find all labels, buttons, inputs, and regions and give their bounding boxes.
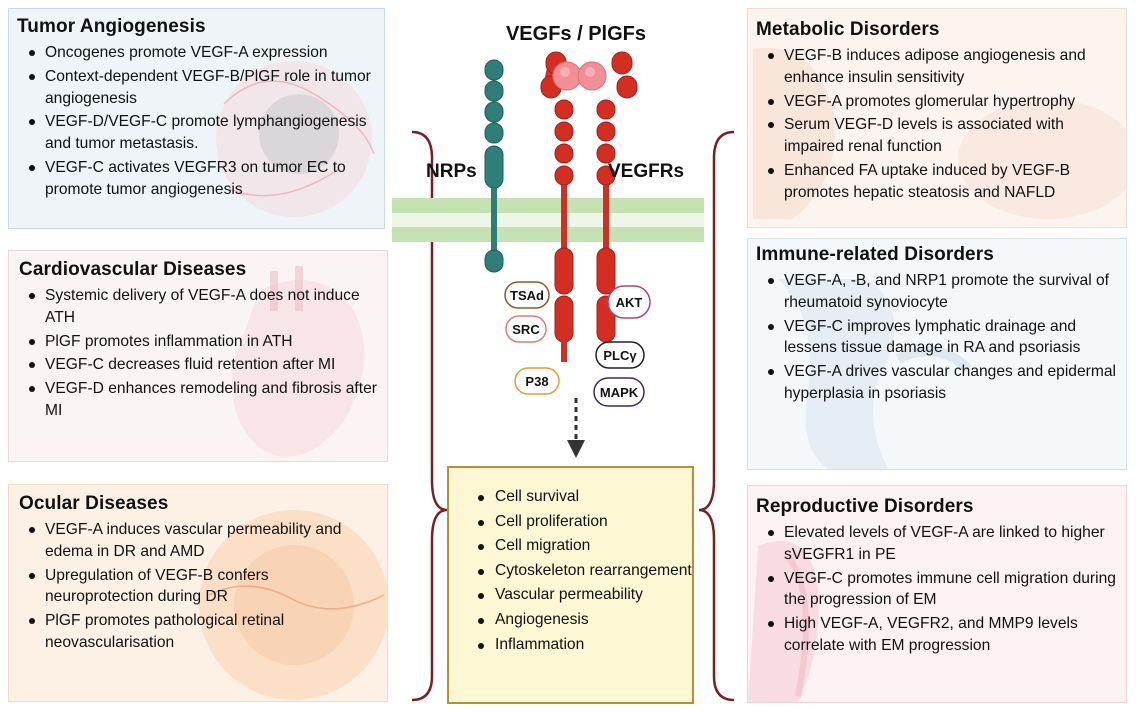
panel-title: Ocular Diseases (19, 493, 169, 514)
list-item: VEGF-C activates VEGFR3 on tumor EC to p… (27, 157, 376, 201)
list-item: VEGF-A drives vascular changes and epide… (766, 361, 1118, 405)
list-item: Systemic delivery of VEGF-A does not ind… (27, 285, 379, 329)
panel-title: Immune-related Disorders (756, 244, 994, 265)
p38-node: P38 (514, 367, 560, 395)
nrps-label: NRPs (426, 161, 477, 182)
list-item: VEGF-C decreases fluid retention after M… (27, 354, 379, 376)
svg-text:MAPK: MAPK (600, 385, 639, 400)
panel-ocular-diseases: Ocular Diseases VEGF-A induces vascular … (8, 484, 388, 702)
list-item: Elevated levels of VEGF-A are linked to … (766, 522, 1118, 566)
panel-reproductive-disorders: Reproductive Disorders Elevated levels o… (747, 485, 1127, 703)
panel-title: Reproductive Disorders (756, 496, 974, 517)
vegfrs-label: VEGFRs (608, 161, 684, 182)
list-item: VEGF-C improves lymphatic drainage and l… (766, 316, 1118, 360)
list-item: Angiogenesis (477, 608, 692, 633)
list-item: Oncogenes promote VEGF-A expression (27, 42, 376, 64)
list-item: VEGF-C promotes immune cell migration du… (766, 568, 1118, 612)
outcome-list: Cell survival Cell proliferation Cell mi… (477, 485, 692, 657)
panel-list: Oncogenes promote VEGF-A expression Cont… (27, 42, 376, 201)
panel-list: Elevated levels of VEGF-A are linked to … (766, 522, 1118, 657)
left-bracket (411, 130, 448, 702)
list-item: PlGF promotes pathological retinal neova… (27, 610, 379, 654)
list-item: Context-dependent VEGF-B/PlGF role in tu… (27, 66, 376, 110)
list-item: Vascular permeability (477, 583, 692, 608)
panel-cardiovascular-diseases: Cardiovascular Diseases Systemic deliver… (8, 250, 388, 462)
plcg-node: PLCγ (595, 341, 645, 369)
list-item: Enhanced FA uptake induced by VEGF-B pro… (766, 160, 1118, 204)
vegf-ligand-dimer (552, 61, 607, 91)
panel-title: Cardiovascular Diseases (19, 259, 247, 280)
list-item: VEGF-B induces adipose angiogenesis and … (766, 45, 1118, 89)
panel-list: VEGF-A induces vascular permeability and… (27, 519, 379, 654)
src-node: SRC (505, 315, 547, 343)
list-item: High VEGF-A, VEGFR2, and MMP9 levels cor… (766, 613, 1118, 657)
tsad-node: TSAd (504, 281, 550, 309)
ligands-label: VEGFs / PlGFs (506, 23, 646, 45)
list-item: Cell migration (477, 534, 692, 559)
list-item: Cell proliferation (477, 510, 692, 535)
list-item: Inflammation (477, 633, 692, 658)
mapk-node: MAPK (593, 377, 645, 407)
list-item: Serum VEGF-D levels is associated with i… (766, 114, 1118, 158)
svg-text:PLCγ: PLCγ (603, 348, 637, 363)
panel-list: VEGF-A, -B, and NRP1 promote the surviva… (766, 270, 1118, 405)
svg-text:SRC: SRC (512, 322, 540, 337)
svg-text:P38: P38 (525, 374, 548, 389)
list-item: PlGF promotes inflammation in ATH (27, 331, 379, 353)
heart-illustration (232, 266, 365, 457)
uterus-illustration (748, 541, 819, 702)
cell-membrane (392, 198, 704, 242)
tumor-illustration (216, 61, 375, 217)
svg-text:TSAd: TSAd (510, 288, 544, 303)
retina-illustration (199, 510, 387, 700)
right-bracket (698, 130, 735, 702)
joint-illustration (778, 279, 972, 469)
akt-node: AKT (607, 285, 651, 319)
list-item: VEGF-A promotes glomerular hypertrophy (766, 91, 1118, 113)
panel-immune-related-disorders: Immune-related Disorders VEGF-A, -B, and… (747, 238, 1127, 470)
panel-title: Tumor Angiogenesis (17, 16, 206, 37)
list-item: VEGF-D/VEGF-C promote lymphangiogenesis … (27, 111, 376, 155)
panel-title: Metabolic Disorders (756, 19, 940, 40)
panel-metabolic-disorders: Metabolic Disorders VEGF-B induces adipo… (747, 8, 1127, 228)
list-item: Upregulation of VEGF-B confers neuroprot… (27, 565, 379, 609)
cellular-outcomes-box: Cell survival Cell proliferation Cell mi… (447, 466, 694, 704)
list-item: Cell survival (477, 485, 692, 510)
list-item: VEGF-A induces vascular permeability and… (27, 519, 379, 563)
list-item: VEGF-D enhances remodeling and fibrosis … (27, 378, 379, 422)
panel-tumor-angiogenesis: Tumor Angiogenesis Oncogenes promote VEG… (8, 8, 385, 229)
nrp-receptor (484, 59, 504, 273)
panel-list: VEGF-B induces adipose angiogenesis and … (766, 45, 1118, 204)
signal-arrow-down-icon (567, 398, 585, 458)
list-item: Cytoskeleton rearrangement (477, 559, 692, 584)
panel-list: Systemic delivery of VEGF-A does not ind… (27, 285, 379, 422)
kidney-illustration (753, 47, 1126, 219)
list-item: VEGF-A, -B, and NRP1 promote the surviva… (766, 270, 1118, 314)
svg-text:AKT: AKT (616, 295, 643, 310)
